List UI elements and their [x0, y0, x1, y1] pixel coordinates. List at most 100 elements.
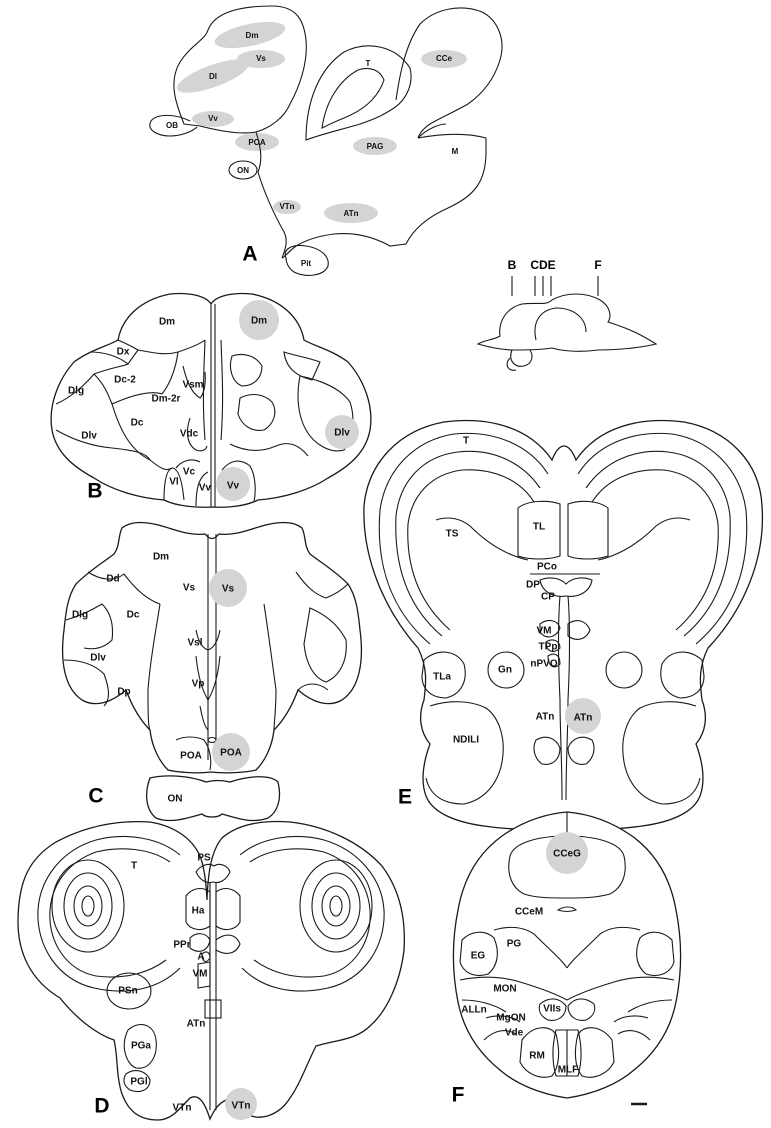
- label-dlv-right: Dlv: [334, 428, 350, 439]
- label-dp: Dp: [117, 687, 130, 698]
- label-dx: Dx: [117, 347, 130, 358]
- label-vl: Vl: [169, 477, 179, 488]
- label-t: T: [463, 436, 469, 447]
- label-dc: Dc: [131, 418, 144, 429]
- label-dl: Dl: [209, 72, 217, 81]
- marker-label-f: F: [594, 258, 601, 272]
- label-vde: Vde: [505, 1028, 524, 1039]
- label-dm: Dm: [159, 317, 175, 328]
- label-cceg: CCeG: [553, 849, 581, 860]
- label-pgl: PGl: [130, 1077, 147, 1088]
- label-dm: Dm: [153, 552, 169, 563]
- marker-label-b: B: [508, 258, 517, 272]
- label-dlv: Dlv: [90, 653, 106, 664]
- label-poa: POA: [180, 751, 202, 762]
- label-pg: PG: [507, 939, 522, 950]
- panel-c: Dm Dd Vs Vs Dlg Dc Vsl Dlv Dp Vp POA POA…: [63, 523, 362, 821]
- label-ha: Ha: [192, 906, 205, 917]
- label-vs: Vs: [183, 583, 196, 594]
- label-ccem: CCeM: [515, 907, 543, 918]
- label-dc2: Dc-2: [114, 375, 136, 386]
- label-dd: Dd: [106, 574, 119, 585]
- label-pga: PGa: [131, 1041, 151, 1052]
- label-ps: PS: [197, 853, 211, 864]
- panel-a: Dm Vs Dl T CCe OB Vv POA PAG M ON VTn AT…: [150, 6, 502, 275]
- panel-letter-e: E: [398, 786, 412, 809]
- label-ob: OB: [166, 121, 178, 130]
- label-vsl: Vsl: [187, 638, 202, 649]
- label-poa-right: POA: [220, 748, 242, 759]
- label-allin: ALLn: [461, 1005, 487, 1016]
- label-vv: Vv: [208, 114, 218, 123]
- label-ndili: NDILI: [453, 735, 479, 746]
- label-tpp: TPp: [539, 642, 558, 653]
- label-atn: ATn: [187, 1019, 206, 1030]
- panel-e-outline: [364, 421, 763, 830]
- label-vc: Vc: [183, 467, 196, 478]
- label-npvo: nPVO: [530, 659, 557, 670]
- label-dm-right: Dm: [251, 316, 267, 327]
- label-on: ON: [168, 794, 183, 805]
- label-gn: Gn: [498, 665, 512, 676]
- label-viis: VIIs: [543, 1004, 561, 1015]
- cerebellum-outline: [396, 8, 502, 138]
- label-pco: PCo: [537, 562, 557, 573]
- label-vs-right: Vs: [222, 584, 235, 595]
- diencephalon-outline: [256, 132, 286, 258]
- panel-d: T PS Ha PPr A VM PSn PGa ATn PGl VTn VTn…: [18, 822, 404, 1120]
- label-eg: EG: [471, 951, 486, 962]
- inset-brain-outline: [478, 294, 656, 351]
- inset-ventral-lobe: [511, 350, 532, 366]
- label-ppr: PPr: [173, 940, 190, 951]
- label-t: T: [131, 861, 137, 872]
- panel-letter-d: D: [94, 1095, 109, 1118]
- label-vp: Vp: [192, 679, 205, 690]
- label-psn: PSn: [118, 986, 137, 997]
- label-m: M: [452, 147, 459, 156]
- label-dlv: Dlv: [81, 431, 97, 442]
- panel-f: CCeG CCeM PG EG MON VIIs ALLn MgON Vde R…: [452, 812, 681, 1107]
- label-rm: RM: [529, 1051, 545, 1062]
- label-t: T: [366, 59, 371, 68]
- panel-letter-b: B: [87, 480, 102, 503]
- label-mon: MON: [493, 984, 516, 995]
- label-vm: VM: [537, 626, 552, 637]
- section-inset: B CDE F: [478, 258, 656, 370]
- label-dm2r: Dm-2r: [152, 394, 181, 405]
- inset-tectum: [535, 308, 586, 340]
- label-dlg: Dlg: [68, 386, 84, 397]
- label-tla: TLa: [433, 672, 451, 683]
- label-dp: DP: [526, 580, 540, 591]
- label-mgon: MgON: [496, 1013, 525, 1024]
- label-dlg: Dlg: [72, 610, 88, 621]
- label-pit: Pit: [301, 259, 312, 268]
- marker-label-cde: CDE: [530, 258, 555, 272]
- label-tl: TL: [533, 522, 545, 533]
- label-pag: PAG: [367, 142, 384, 151]
- label-a: A: [197, 952, 204, 963]
- label-vv-right: Vv: [227, 481, 240, 492]
- panel-b: Dm Dm Dx Dc-2 Dlg Vsm Dm-2r Dc Vdc Dlv D…: [51, 293, 371, 507]
- label-poa: POA: [248, 138, 266, 147]
- label-vv: Vv: [199, 483, 212, 494]
- label-atn-right: ATn: [574, 713, 593, 724]
- label-dm: Dm: [246, 31, 259, 40]
- label-atn: ATn: [536, 712, 555, 723]
- tectum-inner: [322, 68, 384, 128]
- panel-letter-f: F: [452, 1084, 465, 1107]
- label-vdc: Vdc: [180, 429, 199, 440]
- label-on: ON: [237, 166, 249, 175]
- label-vs: Vs: [256, 54, 266, 63]
- tectum-outline: [306, 46, 411, 140]
- label-vtn: VTn: [173, 1103, 192, 1114]
- panel-e: T TS TL PCo DP CP VM TPp nPVO TLa Gn ATn…: [364, 421, 763, 830]
- label-ts: TS: [446, 529, 459, 540]
- label-vtn-right: VTn: [232, 1101, 251, 1112]
- label-cce: CCe: [436, 54, 453, 63]
- panel-letter-a: A: [242, 243, 257, 266]
- panel-letter-c: C: [88, 785, 103, 808]
- label-cp: CP: [541, 592, 555, 603]
- label-vtn: VTn: [279, 202, 294, 211]
- label-vm: VM: [193, 969, 208, 980]
